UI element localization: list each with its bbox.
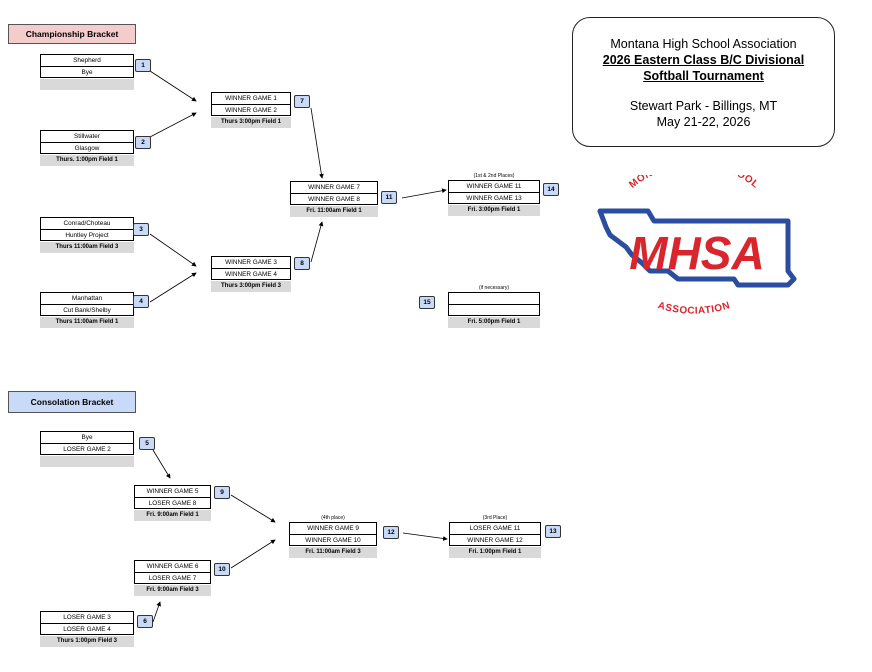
connector-g11-g14 [401,188,447,199]
connector-g10-g12 [230,539,276,569]
g11-team-bottom: WINNER GAME 8 [290,193,378,205]
connector-g12-g13 [402,532,448,541]
game-number-badge: 5 [139,437,155,450]
g6-team-bottom: LOSER GAME 4 [40,623,134,635]
game-number-badge: 6 [137,615,153,628]
g14-info: Fri. 3:00pm Field 1 [448,205,540,216]
game-number-badge: 15 [419,296,435,309]
g14-note: (1st & 2nd Places) [473,173,515,179]
g13-team-top: LOSER GAME 11 [449,522,541,534]
connector-g2-g7 [149,112,197,138]
game-number-badge: 7 [294,95,310,108]
title-sport: Softball Tournament [643,69,764,83]
g10-team-bottom: LOSER GAME 7 [134,572,211,584]
g8-info: Thurs 3:00pm Field 3 [211,281,291,292]
game-number-badge: 9 [214,486,230,499]
g12-team-bottom: WINNER GAME 10 [289,534,377,546]
g7-team-bottom: WINNER GAME 2 [211,104,291,116]
g1-team-bottom: Bye [40,66,134,78]
connector-g8-g11 [310,221,324,263]
g15-info: Fri. 5:00pm Field 1 [448,317,540,328]
g13-note: (3rd Place) [482,515,508,521]
g5-info [40,456,134,467]
g15-team-top [448,292,540,304]
g10-info: Fri. 9:00am Field 3 [134,585,211,596]
connector-g4-g8 [149,272,197,303]
g2-team-bottom: Glasgow [40,142,134,154]
g15-note: (if necessary) [478,285,509,291]
connector-g1-g7 [149,70,197,102]
game-number-badge: 4 [133,295,149,308]
g11-team-top: WINNER GAME 7 [290,181,378,193]
connector-g7-g11 [310,107,324,179]
g3-team-bottom: Huntley Project [40,229,134,241]
g13-team-bottom: WINNER GAME 12 [449,534,541,546]
g12-info: Fri. 11:00am Field 3 [289,547,377,558]
championship-bracket-header: Championship Bracket [8,24,136,44]
g9-team-bottom: LOSER GAME 8 [134,497,211,509]
g3-info: Thurs 11:00am Field 3 [40,242,134,253]
g11-info: Fri. 11:00am Field 1 [290,206,378,217]
connector-g3-g8 [149,233,197,267]
consolation-bracket-header: Consolation Bracket [8,391,136,413]
montana-state-outline [597,208,797,288]
g14-team-bottom: WINNER GAME 13 [448,192,540,204]
g7-team-top: WINNER GAME 1 [211,92,291,104]
logo-main-text: MHSA [629,227,764,279]
game-number-badge: 13 [545,525,561,538]
connector-g6-g10 [152,601,161,623]
connector-g5-g9 [152,449,171,479]
g8-team-top: WINNER GAME 3 [211,256,291,268]
g14-team-top: WINNER GAME 11 [448,180,540,192]
g5-team-top: Bye [40,431,134,443]
g8-team-bottom: WINNER GAME 4 [211,268,291,280]
g3-team-top: Conrad/Choteau [40,217,134,229]
g4-team-bottom: Cut Bank/Shelby [40,304,134,316]
game-number-badge: 1 [135,59,151,72]
game-number-badge: 2 [135,136,151,149]
g15-team-bottom [448,304,540,316]
g9-info: Fri. 9:00am Field 1 [134,510,211,521]
mhsa-logo: MONTANA HIGH SCHOOL MHSA ASSOCIATION [597,175,797,317]
g4-team-top: Manhattan [40,292,134,304]
g9-team-top: WINNER GAME 5 [134,485,211,497]
tournament-title-box: Montana High School Association 2026 Eas… [572,17,835,147]
g5-team-bottom: LOSER GAME 2 [40,443,134,455]
g6-info: Thurs 1:00pm Field 3 [40,636,134,647]
g1-info [40,79,134,90]
title-venue: Stewart Park - Billings, MT [629,99,778,113]
title-association: Montana High School Association [610,37,797,51]
g6-team-top: LOSER GAME 3 [40,611,134,623]
game-number-badge: 10 [214,563,230,576]
connector-g9-g12 [230,494,276,523]
game-number-badge: 14 [543,183,559,196]
g12-note: (4th place) [321,515,345,521]
g7-info: Thurs 3:00pm Field 1 [211,117,291,128]
g4-info: Thurs 11:00am Field 1 [40,317,134,328]
game-number-badge: 3 [133,223,149,236]
g1-team-top: Shepherd [40,54,134,66]
game-number-badge: 8 [294,257,310,270]
g2-team-top: Stillwater [40,130,134,142]
title-dates: May 21-22, 2026 [656,115,751,129]
g2-info: Thurs. 1:00pm Field 1 [40,155,134,166]
game-number-badge: 12 [383,526,399,539]
g12-team-top: WINNER GAME 9 [289,522,377,534]
game-number-badge: 11 [381,191,397,204]
title-event: 2026 Eastern Class B/C Divisional [602,53,805,67]
g13-info: Fri. 1:00pm Field 1 [449,547,541,558]
g10-team-top: WINNER GAME 6 [134,560,211,572]
logo-top-text: MONTANA HIGH SCHOOL [627,175,760,191]
logo-bottom-text: ASSOCIATION [656,300,731,317]
